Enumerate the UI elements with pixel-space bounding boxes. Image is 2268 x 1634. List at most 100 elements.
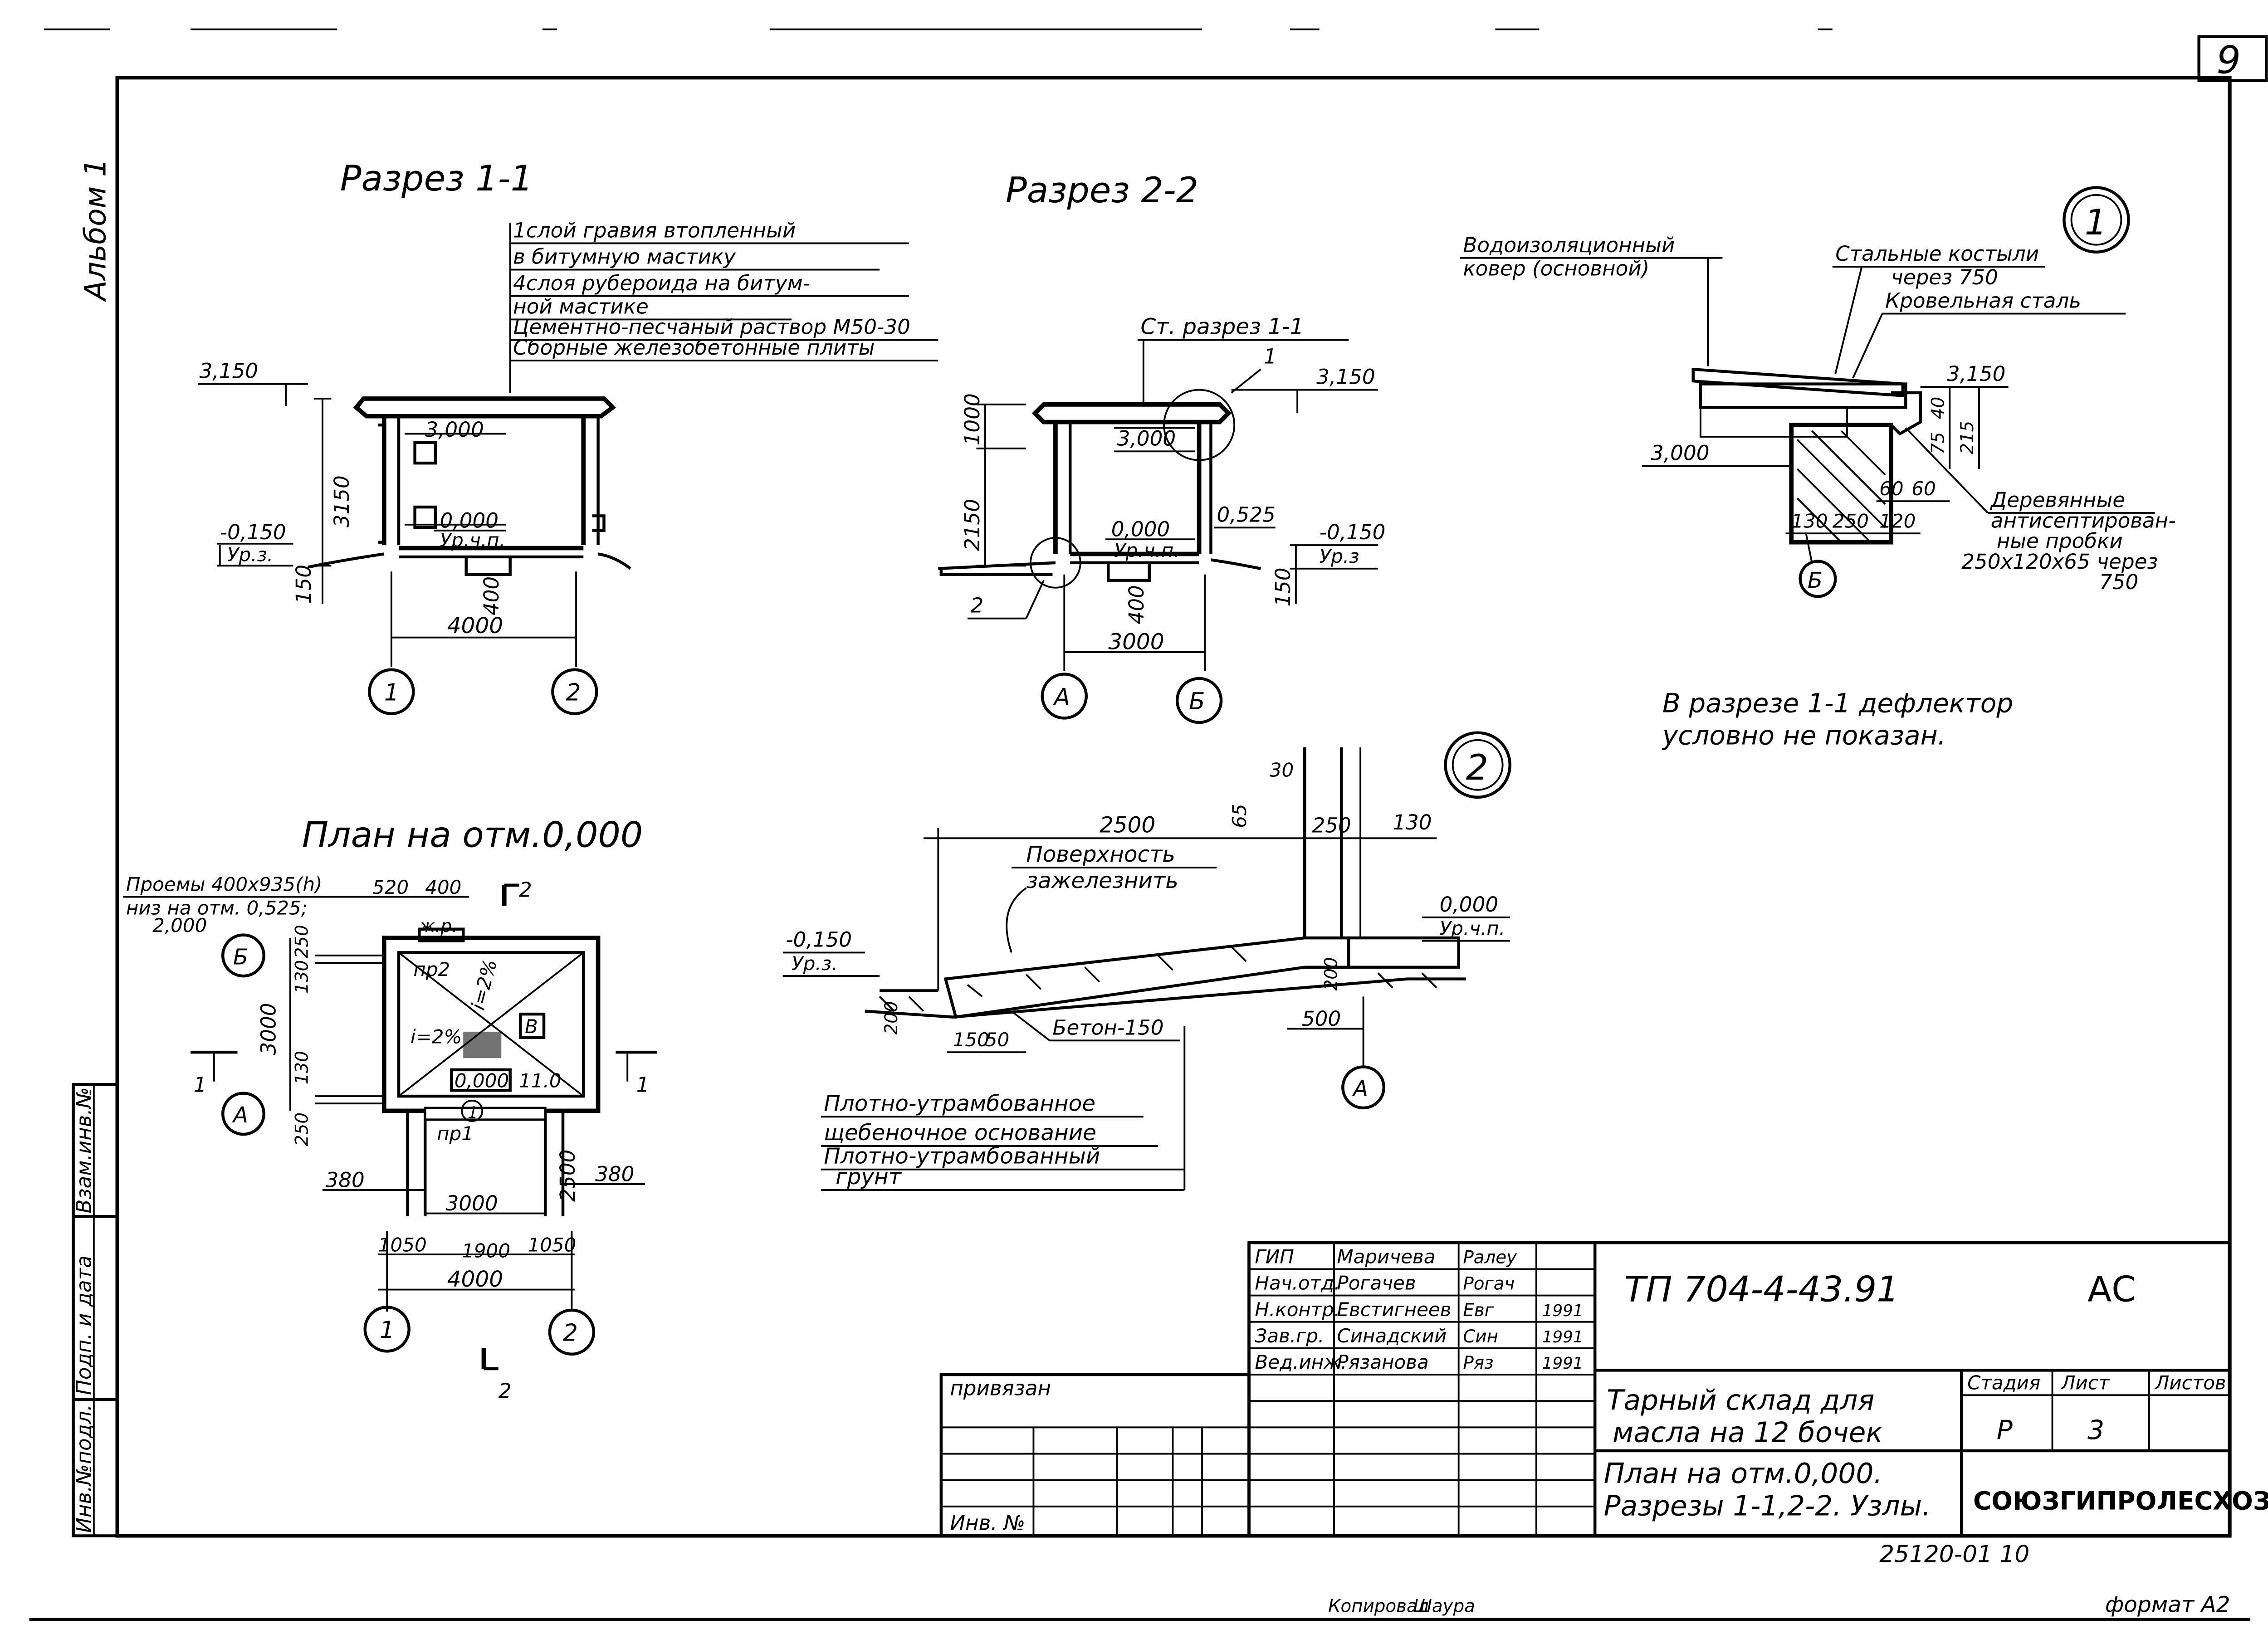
side-stamp-inv: Инв.№подл. (72, 1405, 96, 1533)
node1-label-3: Стальные костыли (1835, 242, 2039, 266)
plan-section-mark-2-top: 2 (519, 878, 532, 902)
date-lead: 1991 (1542, 1354, 1583, 1373)
section-2-2-title: Разрез 2-2 (1006, 170, 1198, 211)
node2-dim-2500: 2500 (1100, 812, 1155, 838)
plan-dim-3000-left: 3000 (257, 1003, 281, 1055)
s22-node-ref-2: 2 (970, 594, 983, 618)
sign-gip: Ралеу (1463, 1247, 1517, 1268)
project-code: ТП 704-4-43.91 (1624, 1269, 1899, 1310)
s11-mark-0000: 0,000 (440, 508, 499, 532)
object-line-1: Тарный склад для (1607, 1385, 1874, 1417)
sign-lead: Ряз (1463, 1353, 1493, 1373)
node1-mark-3000: 3,000 (1651, 441, 1710, 465)
note-line-2: условно не показан. (1662, 720, 1946, 751)
plan-openings-2: низ на отм. 0,525; (126, 897, 308, 919)
node1-label-2: ковер (основной) (1463, 257, 1649, 281)
plan-label-pr2: пр2 (413, 958, 450, 980)
plan-dim-4000: 4000 (447, 1267, 503, 1292)
sign-norm: Евг (1463, 1300, 1494, 1321)
date-group: 1991 (1542, 1328, 1583, 1346)
plan-0000: План на отм.0,000 Проемы 400х935(h) низ … (123, 815, 657, 1403)
plan-dim-1900: 1900 (462, 1240, 510, 1262)
node2-dim-500: 500 (1302, 1007, 1341, 1031)
organization: СОЮЗГИПРОЛЕСХОЗ (1973, 1486, 2268, 1515)
layer-3: 4слоя рубероида на битум- (513, 271, 810, 295)
node1-dim-40: 40 (1928, 397, 1948, 419)
s22-dim-400: 400 (1124, 585, 1149, 624)
role-head: Нач.отд. (1255, 1272, 1340, 1294)
node1-label-6: Деревянные (1990, 488, 2125, 512)
s11-mark-urz: Ур.з. (227, 544, 273, 566)
node1-dim-60a: 60 (1879, 478, 1903, 500)
s11-axis-1: 1 (384, 679, 399, 707)
node1-axis: Б (1808, 568, 1823, 593)
date-norm: 1991 (1542, 1302, 1583, 1320)
name-head: Рогачев (1337, 1272, 1416, 1294)
plan-axis-a: А (232, 1102, 248, 1128)
s22-mark-0000: 0,000 (1111, 517, 1170, 541)
side-stamp: Инв.№подл. Подп. и дата Взам.инв.№ (72, 1083, 119, 1537)
section-1-1: Разрез 1-1 1слой гравия втопленный в бит… (198, 158, 938, 715)
node1-dim-60b: 60 (1911, 478, 1936, 500)
plan-openings-3: 2,000 (152, 914, 207, 937)
name-norm: Евстигнеев (1337, 1298, 1451, 1321)
plan-label-b: В (525, 1015, 538, 1038)
s22-mark-3000: 3,000 (1117, 426, 1176, 450)
sign-group: Син (1463, 1327, 1498, 1347)
sheets-header: Листов (2154, 1371, 2226, 1394)
s22-mark-urz: Ур.з (1320, 545, 1359, 567)
s22-mark-3150: 3,150 (1316, 365, 1375, 389)
s22-axis-b: Б (1189, 688, 1205, 715)
node2-axis: А (1352, 1076, 1368, 1102)
node2-label-6: Плотно-утрамбованный (824, 1144, 1100, 1169)
plan-title: План на отм.0,000 (302, 815, 643, 856)
sheet-number: 9 (2216, 38, 2240, 83)
layer-1: 1слой гравия втопленный (513, 218, 796, 242)
node1-mark-3150: 3,150 (1947, 362, 2006, 386)
layer-2: в битумную мастику (513, 245, 736, 269)
plan-label-0000: 0,000 (455, 1070, 509, 1092)
s11-mark-3150: 3,150 (200, 359, 259, 383)
plan-dim-380-right: 380 (595, 1162, 634, 1186)
stage-header: Стадия (1967, 1371, 2040, 1394)
title-bound-label: привязан (950, 1376, 1051, 1400)
s22-dim-150: 150 (1271, 567, 1295, 606)
layer-4: ной мастике (513, 295, 649, 319)
node1-label-10: 750 (2099, 570, 2138, 594)
plan-dim-1050-right: 1050 (528, 1234, 576, 1256)
node1-label-7: антисептирован- (1991, 508, 2176, 532)
plan-label-zhr: ж.р. (419, 916, 457, 937)
node2-label-3: Бетон-150 (1052, 1015, 1163, 1039)
s22-ref: Ст. разрез 1-1 (1140, 314, 1304, 340)
sheet-title-2: Разрезы 1-1,2-2. Узлы. (1604, 1490, 1931, 1522)
layer-5: Цементно-песчаный раствор М50-30 (513, 315, 910, 339)
plan-section-mark-1-right: 1 (636, 1073, 650, 1097)
node1-label-4: через 750 (1891, 265, 1998, 289)
node1-number: 1 (2085, 202, 2107, 243)
role-norm: Н.контр. (1255, 1298, 1340, 1321)
plan-section-mark-2-bottom: 2 (499, 1379, 512, 1403)
doc-mark: АС (2087, 1269, 2136, 1310)
node2-label-5: щебеночное основание (824, 1120, 1096, 1146)
node2-number: 2 (1466, 747, 1488, 788)
node2-mark-urz: Ур.з. (792, 952, 837, 975)
title-block: привязан Инв. № ГИП Маричева Ралеу Нач.о… (939, 1241, 2268, 1537)
role-gip: ГИП (1255, 1245, 1294, 1268)
node2-dim-200-right: 200 (1321, 957, 1341, 990)
node2-mark-0000: 0,000 (1440, 893, 1499, 917)
sheet-header: Лист (2060, 1371, 2110, 1394)
s11-dim-150: 150 (292, 565, 316, 604)
node2-mark-0150: -0,150 (786, 927, 852, 951)
node2-dim-65: 65 (1228, 804, 1251, 828)
node2-mark-urchp: Ур.ч.п. (1440, 917, 1505, 940)
node1-dim-215: 215 (1957, 421, 1978, 454)
section-1-1-title: Разрез 1-1 (340, 158, 533, 199)
node1-label-9: 250х120х65 через (1961, 550, 2158, 574)
plan-axis-2: 2 (563, 1320, 578, 1347)
node2-label-7: грунт (836, 1164, 902, 1190)
plan-label-1: 1 (468, 1104, 478, 1122)
node1-dim-130: 130 (1791, 510, 1828, 532)
s11-dim-4000: 4000 (447, 613, 503, 639)
role-group: Зав.гр. (1255, 1325, 1324, 1347)
